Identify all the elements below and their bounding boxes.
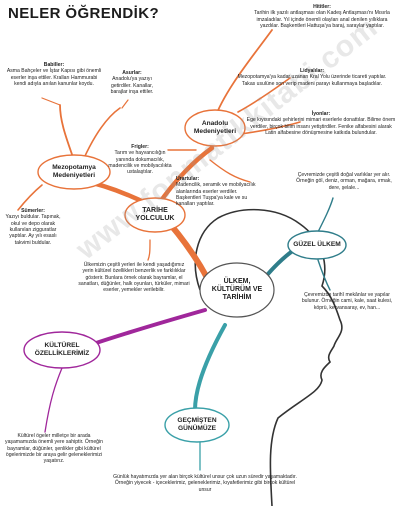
lidyalilar-title: Lidyalılar: bbox=[299, 68, 325, 74]
anadolu-ellipse bbox=[184, 109, 246, 147]
kulturel-text: Kültürel ögeler milletçe bir arada yaşam… bbox=[5, 433, 103, 465]
asurlar-title: Asurlar: bbox=[122, 70, 142, 76]
page-title: NELER ÖĞRENDİK? bbox=[8, 5, 160, 22]
node-kulturel: KÜLTÜREL ÖZELLİKLERİMİZ bbox=[34, 342, 90, 357]
node-anadolu: Anadolu Medeniyetleri bbox=[193, 120, 237, 135]
urartular-title: Urartular: bbox=[176, 176, 200, 182]
teal2-branch bbox=[193, 323, 227, 471]
asurlar-text: Anadolu'ya yazıyı getirdiler. Kanallar, … bbox=[110, 76, 154, 96]
lidyalilar-text: Mezopotamya'ya kadar uzanan Kral Yolu üz… bbox=[237, 74, 387, 87]
guzel-ellipse bbox=[287, 230, 347, 260]
ulkemizin-text: Ülkemizin çeşitli yerleri ile kendi yaşa… bbox=[78, 262, 190, 294]
purple-branch bbox=[44, 308, 207, 433]
guzel-top-text: Çevremizde çeşitli doğal varlıklar yer a… bbox=[296, 172, 392, 191]
frigler-block: Frigler: Tarım ve hayvancılığın yanında … bbox=[108, 144, 172, 176]
node-mezopotamya: Mezopotamya Medeniyetleri bbox=[52, 164, 96, 179]
iyonlar-text: Ege kıyısındaki şehirlerini mimari eserl… bbox=[246, 117, 396, 137]
guzel-bottom-text: Çevremizde tarihî mekânlar ve yapılar bu… bbox=[301, 292, 393, 311]
hititler-title: Hititler: bbox=[313, 4, 331, 10]
node-guzel: GÜZEL ÜLKEM bbox=[293, 241, 341, 249]
urartular-block: Urartular: Madencilik, seramik ve mobily… bbox=[176, 176, 256, 208]
tarihe-ellipse bbox=[124, 197, 186, 233]
node-tarihe: TARİHE YOLCULUK bbox=[135, 206, 175, 222]
node-central: ÜLKEM, KÜLTÜRÜM VE TARİHİM bbox=[211, 277, 263, 302]
kulturel-ellipse bbox=[23, 331, 101, 369]
head-outline bbox=[194, 208, 343, 507]
sumerler-block: Sümerler: Yazıyı buldular. Tapınak, okul… bbox=[2, 208, 64, 246]
babiller-text: Asma Bahçeler ve İştar Kapısı gibi öneml… bbox=[6, 68, 102, 88]
sumerler-title: Sümerler: bbox=[21, 208, 45, 214]
gecmisten-text: Günlük hayatımızda yer alan birçok kültü… bbox=[113, 474, 297, 493]
central-ellipse bbox=[199, 262, 275, 318]
frigler-title: Frigler: bbox=[131, 144, 149, 150]
babiller-title: Babiller: bbox=[43, 62, 65, 68]
frigler-text: Tarım ve hayvancılığın yanında dokumacıl… bbox=[108, 150, 172, 176]
lidyalilar-block: Lidyalılar: Mezopotamya'ya kadar uzanan … bbox=[232, 68, 392, 87]
hititler-text: Tarihin ilk yazılı antlaşması olan Kadeş… bbox=[254, 10, 390, 30]
hititler-block: Hititler: Tarihin ilk yazılı antlaşması … bbox=[250, 4, 394, 29]
sumerler-text: Yazıyı buldular. Tapınak, okul ve depo o… bbox=[5, 214, 61, 246]
iyonlar-title: İyonlar: bbox=[311, 111, 331, 117]
gecmisten-ellipse bbox=[164, 407, 230, 443]
babiller-block: Babiller: Asma Bahçeler ve İştar Kapısı … bbox=[4, 62, 104, 87]
iyonlar-block: İyonlar: Ege kıyısındaki şehirlerini mim… bbox=[246, 111, 396, 136]
asurlar-block: Asurlar: Anadolu'ya yazıyı getirdiler. K… bbox=[103, 70, 161, 95]
node-gecmisten: GEÇMİŞTEN GÜNÜMÜZE bbox=[177, 417, 217, 432]
mezopotamya-ellipse bbox=[37, 154, 111, 190]
urartular-text: Madencilik, seramik ve mobilyacılık alan… bbox=[176, 182, 256, 208]
